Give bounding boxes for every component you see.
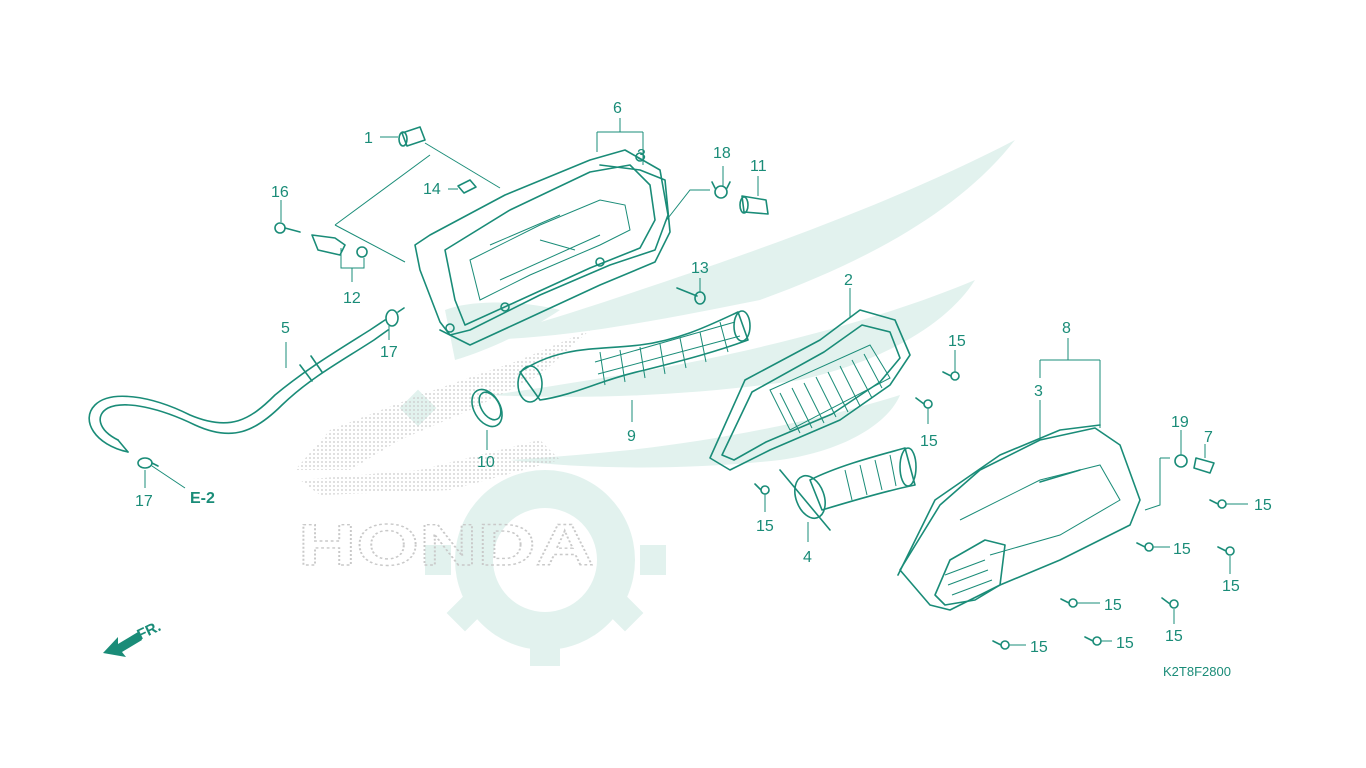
callout-4: 4: [803, 549, 812, 566]
screw-15f: [1217, 546, 1235, 556]
honda-dotted-logo: HONDA: [295, 330, 595, 579]
callout-14: 14: [423, 181, 441, 198]
screw-15d: [1209, 499, 1227, 509]
reference-label: E-2: [190, 490, 215, 507]
front-direction-label: FR.: [135, 618, 164, 644]
callout-17-right: 17: [380, 344, 398, 361]
callout-13: 13: [691, 260, 709, 277]
callout-3-left: 3: [637, 147, 646, 164]
callout-10: 10: [477, 454, 495, 471]
screw-15i: [1084, 636, 1102, 646]
callout-15-f: 15: [1222, 578, 1240, 595]
callout-18: 18: [713, 145, 731, 162]
callout-15-b: 15: [920, 433, 938, 450]
diagram-code: K2T8F2800: [1163, 664, 1231, 679]
callout-7: 7: [1204, 429, 1213, 446]
callout-5: 5: [281, 320, 290, 337]
callout-17-left: 17: [135, 493, 153, 510]
callout-12: 12: [343, 290, 361, 307]
screw-15a: [942, 371, 960, 381]
callout-11: 11: [750, 158, 767, 175]
part-15-screws: [754, 371, 1235, 650]
honda-watermark-text: HONDA: [298, 513, 594, 578]
front-direction-arrow: FR.: [103, 618, 164, 657]
callout-labels: 1 2 3 3 4 5 6 7 8 9 10 11 12 13 14 15 15…: [135, 100, 1272, 656]
callout-15-d: 15: [1254, 497, 1272, 514]
honda-wing-watermark: [445, 140, 1015, 468]
part-10-band: [471, 388, 503, 428]
part-8-cleaner-cover: [899, 427, 1141, 611]
part-17-clamp-left: [137, 457, 159, 469]
part-14-nut: [457, 179, 477, 194]
screw-15c: [754, 483, 770, 495]
callout-19: 19: [1171, 414, 1189, 431]
callout-16: 16: [271, 184, 289, 201]
callout-15-i: 15: [1116, 635, 1134, 652]
screw-15j: [992, 640, 1010, 650]
callout-8: 8: [1062, 320, 1071, 337]
part-17-clamp-right: [385, 307, 405, 327]
screw-15b: [915, 397, 933, 409]
part-5-hose: [88, 319, 389, 453]
part-3-gasket-left: [439, 164, 671, 346]
callout-9: 9: [627, 428, 636, 445]
part-12-sensor: [311, 234, 368, 258]
gear-watermark: [399, 389, 666, 666]
callout-1: 1: [364, 130, 373, 147]
callout-15-a: 15: [948, 333, 966, 350]
part-11-cap: [739, 195, 769, 215]
leader-lines: [144, 118, 1248, 646]
screw-15g: [1060, 598, 1078, 608]
part-3-gasket-right: [897, 424, 1101, 576]
part-7-plug: [1193, 457, 1215, 474]
screw-15h: [1161, 597, 1179, 609]
part-2-element: [709, 309, 911, 471]
part-4-funnel: [779, 447, 917, 531]
callout-15-h: 15: [1165, 628, 1183, 645]
part-18-clip: [711, 181, 731, 199]
part-16-screw: [274, 222, 301, 234]
callout-15-j: 15: [1030, 639, 1048, 656]
screw-15e: [1136, 542, 1154, 552]
callout-3-right: 3: [1034, 383, 1043, 400]
part-6-air-cleaner-case: [414, 149, 669, 336]
callout-15-g: 15: [1104, 597, 1122, 614]
part-9-connecting-tube: [517, 310, 751, 403]
callout-15-e: 15: [1173, 541, 1191, 558]
callout-6: 6: [613, 100, 622, 117]
callout-2: 2: [844, 272, 853, 289]
part-1-bolt: [398, 126, 426, 147]
callout-15-c: 15: [756, 518, 774, 535]
part-19-clip: [1174, 454, 1188, 468]
